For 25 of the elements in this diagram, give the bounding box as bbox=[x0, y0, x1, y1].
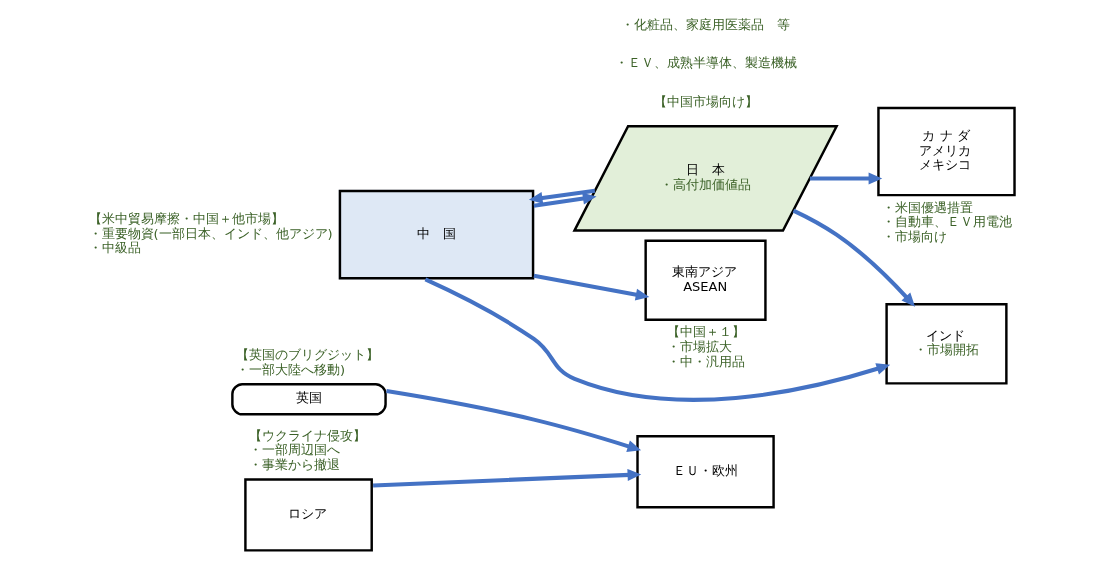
arrow bbox=[373, 469, 642, 488]
label: ・化粧品、家庭用医薬品 等 bbox=[621, 17, 791, 33]
node-label: ・市場拡大 bbox=[666, 339, 732, 354]
arrow bbox=[533, 273, 650, 301]
arrow bbox=[528, 188, 596, 204]
arrow bbox=[424, 277, 891, 402]
arrow bbox=[792, 208, 916, 307]
node-label: ・中級品 bbox=[88, 240, 141, 256]
arrow bbox=[533, 192, 597, 208]
arrow bbox=[809, 172, 883, 185]
node-label: ・市場向け bbox=[882, 229, 948, 244]
node-label: ・一部周辺国へ bbox=[249, 442, 341, 458]
node-label: 【中国＋１】 bbox=[666, 324, 745, 340]
node-label: 【米中貿易摩擦・中国＋他市場】 bbox=[88, 211, 284, 227]
node-label: 【英国のブリグジット】 bbox=[236, 347, 380, 363]
node-label: ・米国優遇措置 bbox=[882, 199, 974, 215]
node-label: 【ウクライナ侵攻】 bbox=[249, 427, 367, 443]
node-label: ・事業から撤退 bbox=[249, 457, 341, 473]
node-label: ・中・汎用品 bbox=[666, 353, 745, 369]
label: ・ＥＶ、成熟半導体、製造機械 bbox=[614, 55, 797, 71]
node-label: ・重要物資(一部日本、インド、他アジア) bbox=[88, 225, 333, 241]
label: 【中国市場向け】 bbox=[653, 93, 758, 109]
node-label: ・一部大陸へ移動) bbox=[236, 361, 346, 377]
arrow bbox=[386, 389, 642, 452]
node-label: ・自動車、ＥＶ用電池 bbox=[882, 214, 1013, 230]
